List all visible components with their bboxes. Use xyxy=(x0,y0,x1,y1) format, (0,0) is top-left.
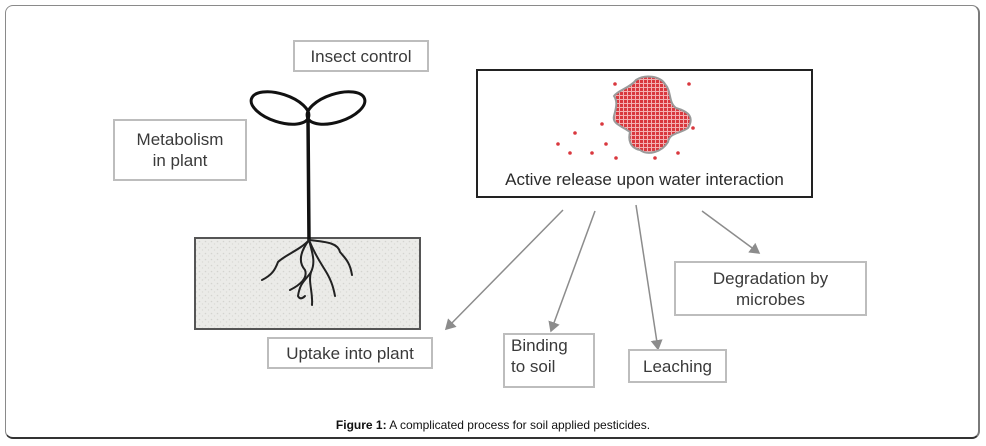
insect-control-label: Insect control xyxy=(293,40,429,72)
particle-dot xyxy=(556,142,560,146)
particle-dot xyxy=(573,131,577,135)
arrow-to-degradation xyxy=(701,210,761,254)
particle-dot xyxy=(653,156,657,160)
released-particles xyxy=(556,82,695,160)
particle-dot xyxy=(604,142,608,146)
particle-dot xyxy=(676,151,680,155)
particle-dot xyxy=(590,151,594,155)
leaching-label: Leaching xyxy=(628,349,727,383)
particle-dot xyxy=(600,122,604,126)
particle-dot xyxy=(568,151,572,155)
figure-caption: Figure 1: A complicated process for soil… xyxy=(0,418,986,432)
particle-dot xyxy=(613,82,617,86)
plant-seedling-icon xyxy=(249,90,367,306)
roots xyxy=(261,239,353,306)
soil-block xyxy=(194,237,421,330)
degradation-text-line2: microbes xyxy=(736,289,805,309)
binding-text-line1: Binding xyxy=(511,336,568,355)
active-release-label: Active release upon water interaction xyxy=(505,170,784,189)
right-leaf xyxy=(305,90,367,126)
degradation-label: Degradation by microbes xyxy=(674,261,867,316)
arrow-to-binding xyxy=(548,210,596,333)
figure-frame xyxy=(5,5,980,439)
figure-caption-text: A complicated process for soil applied p… xyxy=(386,418,651,432)
uptake-label: Uptake into plant xyxy=(267,337,433,369)
process-arrows xyxy=(444,204,761,351)
metabolism-text-line1: Metabolism xyxy=(136,130,224,149)
metabolism-text-line2: in plant xyxy=(152,151,208,170)
leaching-text: Leaching xyxy=(642,356,712,376)
stem xyxy=(306,116,311,242)
insect-control-text: Insect control xyxy=(310,46,412,66)
pesticide-granule-icon xyxy=(612,75,692,154)
uptake-text: Uptake into plant xyxy=(286,343,414,363)
particle-dot xyxy=(614,156,618,160)
metabolism-label: Metabolism in plant xyxy=(113,119,247,181)
degradation-text-line1: Degradation by xyxy=(712,268,829,288)
binding-label: Binding to soil xyxy=(503,333,595,388)
arrow-to-leaching xyxy=(635,204,663,351)
particle-dot xyxy=(691,126,695,130)
binding-text-line2: to soil xyxy=(511,357,556,376)
particle-dot xyxy=(687,82,691,86)
left-leaf xyxy=(249,90,311,126)
arrow-to-uptake xyxy=(444,209,564,331)
figure-caption-label: Figure 1: xyxy=(335,418,387,432)
